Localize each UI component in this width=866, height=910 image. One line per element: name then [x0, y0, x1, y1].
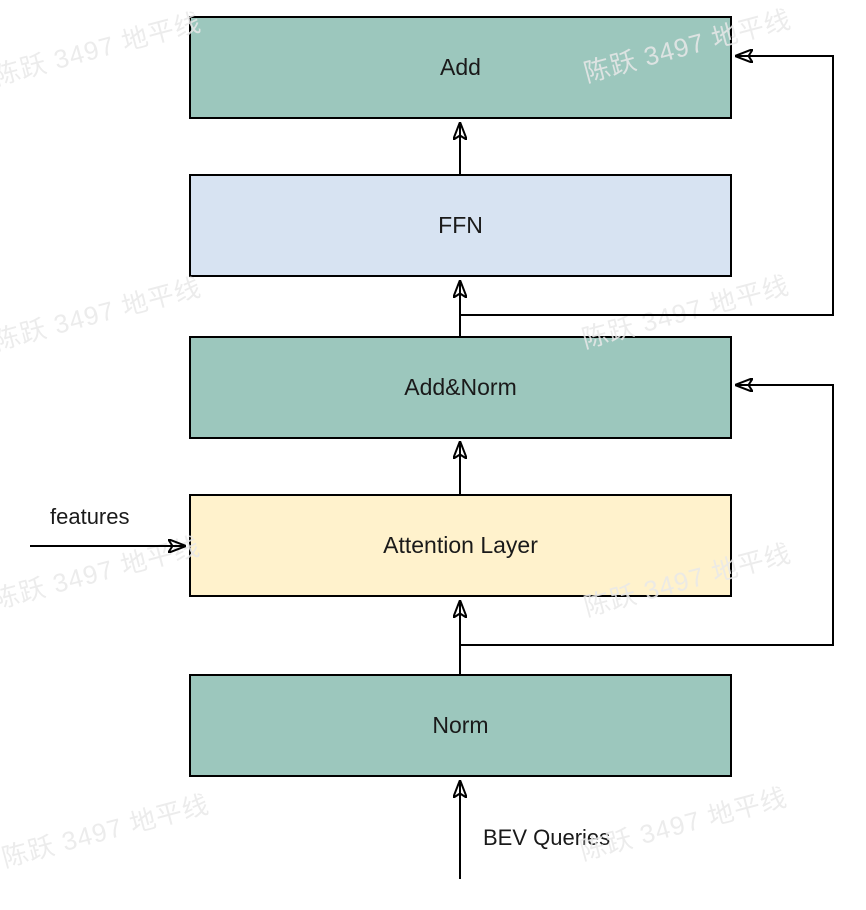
features-input-label: features — [50, 504, 130, 529]
node-attention-layer: Attention Layer — [189, 494, 732, 597]
watermark: 陈跃 3497 地平线 — [0, 6, 205, 92]
watermark: 陈跃 3497 地平线 — [576, 781, 791, 867]
node-add: Add — [189, 16, 732, 119]
bev-queries-input-label: BEV Queries — [483, 825, 611, 850]
node-ffn: FFN — [189, 174, 732, 277]
watermark: 陈跃 3497 地平线 — [0, 530, 204, 616]
node-norm: Norm — [189, 674, 732, 777]
watermark: 陈跃 3497 地平线 — [0, 271, 205, 357]
watermark: 陈跃 3497 地平线 — [0, 788, 213, 874]
node-add-norm: Add&Norm — [189, 336, 732, 439]
